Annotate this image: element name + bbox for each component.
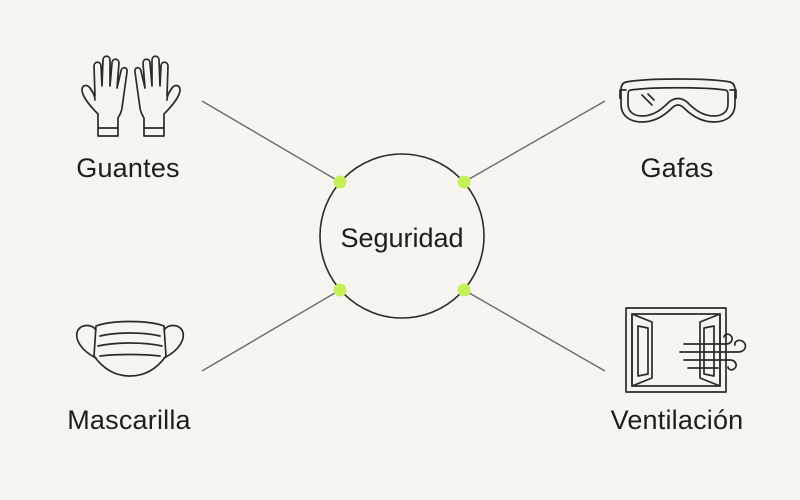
window-ventilation-icon [622, 304, 754, 396]
node-dot-bottom-right [457, 283, 471, 297]
node-dot-bottom-left [333, 283, 347, 297]
face-mask-icon [74, 316, 186, 380]
connector-ventilacion [463, 289, 606, 372]
gloves-icon [76, 54, 186, 144]
node-dot-top-left [333, 175, 347, 189]
label-guantes: Guantes [76, 153, 180, 183]
connector-guantes [201, 100, 341, 183]
connector-mascarilla [201, 289, 341, 372]
label-mascarilla: Mascarilla [67, 405, 191, 435]
label-gafas: Gafas [640, 153, 714, 183]
node-dot-top-right [457, 175, 471, 189]
center-node-circle [319, 153, 485, 319]
label-ventilacion: Ventilación [610, 405, 744, 435]
connector-gafas [463, 100, 606, 183]
goggles-icon [618, 76, 738, 126]
center-label: Seguridad [340, 223, 464, 253]
